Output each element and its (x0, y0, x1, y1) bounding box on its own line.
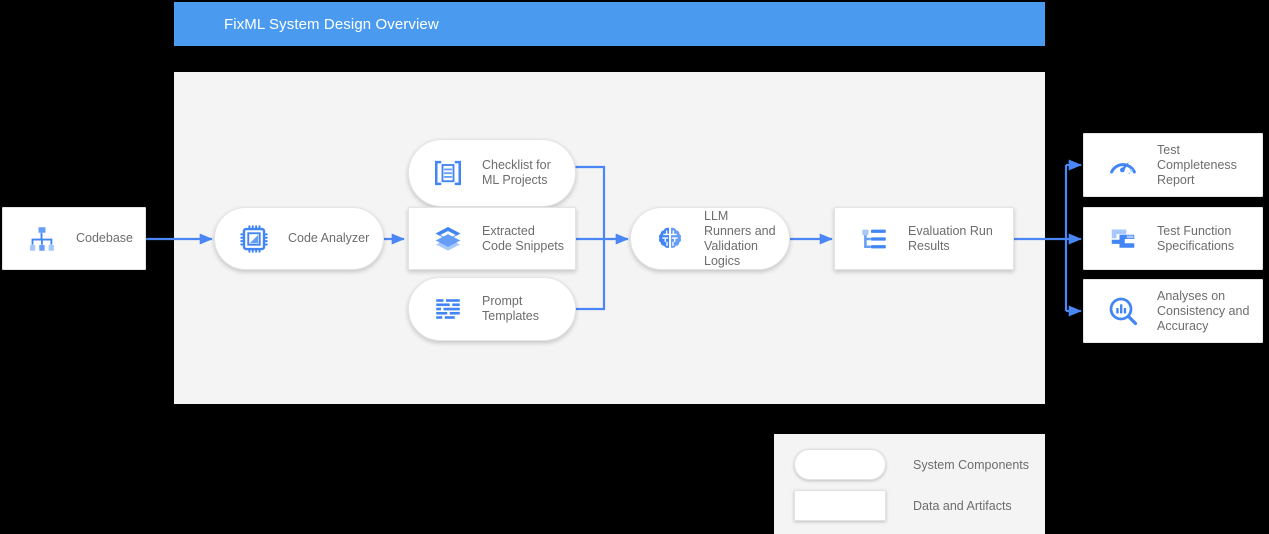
node-label-evaluation-run-results: Evaluation Run Results (908, 223, 993, 253)
node-test-function-specifications[interactable]: Test Function Specifications (1083, 207, 1263, 270)
node-codebase[interactable]: Codebase (2, 207, 146, 270)
legend-swatch-rect (794, 490, 886, 521)
account-tree-list-icon (857, 222, 891, 256)
layers-stack-icon (431, 222, 465, 256)
cpu-chip-icon (237, 222, 271, 256)
subject-text-lines-icon (431, 292, 465, 326)
page-title: FixML System Design Overview (224, 15, 439, 33)
account-tree-hierarchy-icon (25, 222, 59, 256)
legend-label-data-and-artifacts: Data and Artifacts (913, 498, 1012, 513)
node-label-codebase: Codebase (76, 231, 133, 245)
zigzag-stairs-icon (1106, 222, 1140, 256)
node-analyses-on-consistency-and-accuracy[interactable]: Analyses on Consistency and Accuracy (1083, 279, 1263, 343)
node-llm-runners-and-validation-logics[interactable]: LLM Runners and Validation Logics (630, 207, 790, 270)
legend-swatch-pill (794, 449, 886, 480)
checklist-brackets-icon (431, 156, 465, 190)
magnifier-bar-chart-icon (1106, 294, 1140, 328)
node-label-code-analyzer: Code Analyzer (288, 231, 370, 245)
node-code-analyzer[interactable]: Code Analyzer (214, 207, 384, 270)
node-prompt-templates[interactable]: Prompt Templates (408, 277, 576, 341)
brain-psychology-icon (653, 222, 687, 256)
node-label-extracted-code-snippets: Extracted Code Snippets (482, 223, 565, 253)
node-label-test-completeness-report: Test Completeness Report (1157, 142, 1237, 187)
node-checklist-for-ml-projects[interactable]: Checklist for ML Projects (408, 139, 576, 207)
legend-item-system-components: System Components (794, 449, 1029, 480)
node-label-llm-runners-and-validation-logics: LLM Runners and Validation Logics (704, 208, 776, 268)
title-bar: FixML System Design Overview (174, 2, 1045, 46)
node-test-completeness-report[interactable]: Test Completeness Report (1083, 133, 1263, 197)
node-label-prompt-templates: Prompt Templates (482, 294, 539, 323)
node-label-analyses-on-consistency-and-accuracy: Analyses on Consistency and Accuracy (1157, 288, 1250, 333)
node-extracted-code-snippets[interactable]: Extracted Code Snippets (408, 207, 576, 270)
node-label-test-function-specifications: Test Function Specifications (1157, 223, 1235, 253)
node-label-checklist-for-ml-projects: Checklist for ML Projects (482, 158, 551, 187)
node-evaluation-run-results[interactable]: Evaluation Run Results (834, 207, 1014, 270)
legend-label-system-components: System Components (913, 457, 1030, 472)
legend-panel: System Components Data and Artifacts (774, 434, 1045, 534)
speedometer-gauge-icon (1106, 148, 1140, 182)
legend-item-data-and-artifacts: Data and Artifacts (794, 490, 1012, 521)
